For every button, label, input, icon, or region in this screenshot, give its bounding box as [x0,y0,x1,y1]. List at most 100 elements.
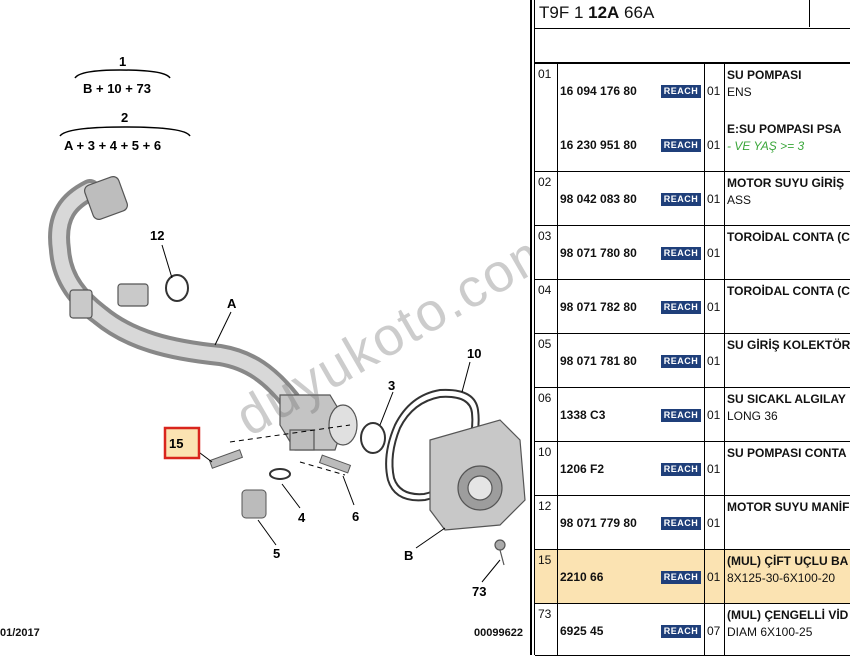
column-separator [724,334,725,387]
part-number[interactable]: 6925 45 [560,624,604,638]
part-number[interactable]: 98 071 779 80 [560,516,637,530]
part-B-water-pump [429,419,526,566]
part-number[interactable]: 98 042 083 80 [560,192,637,206]
part-description: TOROİDAL CONTA (C [727,230,850,244]
quantity: 01 [707,300,721,314]
quantity: 01 [707,570,721,584]
water-pipe-A [48,176,358,451]
model-code-prefix: T9F 1 [539,3,589,22]
quantity: 01 [707,192,721,206]
quantity: 01 [707,84,721,98]
group-2-number: 2 [121,110,128,125]
part-number[interactable]: 1338 C3 [560,408,606,422]
part-6-sensor [318,454,352,474]
column-separator [724,604,725,655]
reach-badge: REACH [661,625,701,638]
quantity: 01 [707,354,721,368]
group-1-number: 1 [119,54,126,69]
part-description: SU POMPASI [727,68,802,82]
header-divider [809,0,810,27]
reach-badge: REACH [661,571,701,584]
exploded-diagram: 1 B + 10 + 73 2 A + 3 + 4 + 5 + 6 12 A 3… [0,54,568,639]
part-description: SU GİRİŞ KOLEKTÖR [727,338,850,352]
column-separator [724,226,725,279]
column-separator [557,64,558,171]
reach-badge: REACH [661,409,701,422]
callout-15[interactable]: 15 [169,436,183,451]
leader-lines [161,244,501,583]
part-5-collector [241,489,267,519]
group-2-bracket [59,126,191,137]
quantity: 07 [707,624,721,638]
column-separator [557,334,558,387]
callout-4[interactable]: 4 [298,510,306,525]
row-index: 73 [538,607,552,621]
column-separator [704,388,705,441]
part-description: MOTOR SUYU MANİF [727,500,850,514]
callout-5[interactable]: 5 [273,546,280,561]
part-description: E:SU POMPASI PSA [727,122,842,136]
column-separator [557,496,558,549]
column-separator [724,550,725,603]
row-index: 15 [538,553,552,567]
quantity: 01 [707,516,721,530]
table-header: T9F 1 12A 66A [535,0,850,29]
column-separator [557,388,558,441]
row-index: 03 [538,229,552,243]
reach-badge: REACH [661,301,701,314]
part-description: SU SICAKL ALGILAY [727,392,846,406]
table-left-border-inner [534,0,535,655]
callout-10[interactable]: 10 [467,346,481,361]
reach-badge: REACH [661,247,701,260]
callout-3[interactable]: 3 [388,378,395,393]
part-description-detail: LONG 36 [727,409,778,423]
callout-B[interactable]: B [404,548,413,563]
column-separator [557,172,558,225]
column-separator [704,280,705,333]
part-3-oring [360,422,386,454]
column-separator [724,442,725,495]
callout-6[interactable]: 6 [352,509,359,524]
part-4-oring [269,468,291,480]
part-15-stud [208,449,244,469]
reach-badge: REACH [661,463,701,476]
table-spacer [535,28,850,64]
row-index: 02 [538,175,552,189]
callout-A[interactable]: A [227,296,237,311]
model-code: T9F 1 12A 66A [539,3,654,23]
column-separator [557,280,558,333]
callout-12[interactable]: 12 [150,228,164,243]
part-description: (MUL) ÇENGELLİ VİD [727,608,849,622]
part-number[interactable]: 16 094 176 80 [560,84,637,98]
column-separator [724,280,725,333]
part-description-detail: ASS [727,193,752,207]
column-separator [704,550,705,603]
column-separator [724,172,725,225]
diagram-drawing: 1 B + 10 + 73 2 A + 3 + 4 + 5 + 6 12 A 3… [48,54,526,599]
part-number[interactable]: 98 071 782 80 [560,300,637,314]
part-number[interactable]: 1206 F2 [560,462,605,476]
callout-73[interactable]: 73 [472,584,486,599]
part-number[interactable]: 16 230 951 80 [560,138,637,152]
part-description: MOTOR SUYU GİRİŞ [727,176,845,190]
column-separator [724,388,725,441]
part-number[interactable]: 2210 66 [560,570,604,584]
column-separator [557,604,558,655]
model-code-suffix: 66A [619,3,655,22]
column-separator [704,64,705,171]
part-number[interactable]: 98 071 780 80 [560,246,637,260]
column-separator [557,226,558,279]
footer-date: 01/2017 [0,627,40,639]
column-separator [704,496,705,549]
part-number[interactable]: 98 071 781 80 [560,354,637,368]
